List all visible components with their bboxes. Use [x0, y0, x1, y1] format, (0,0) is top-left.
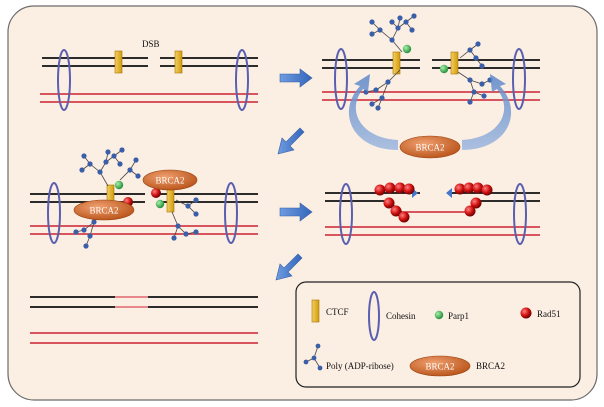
cohesin-ring — [339, 183, 353, 245]
legend-rad51-bead — [520, 307, 532, 319]
parp1-dot — [114, 180, 124, 190]
panel-strand-invasion — [325, 182, 540, 245]
cohesin-ring — [47, 182, 61, 244]
brca2-oval — [142, 169, 198, 191]
recruit-arc-right — [462, 74, 512, 150]
legend-brca2-label: BRCA2 — [476, 361, 505, 371]
ctcf-block — [174, 50, 183, 74]
legend-brca2-oval — [409, 355, 471, 377]
strand-arrowhead — [446, 188, 452, 198]
parp1-dot — [439, 64, 449, 74]
panel-brca2-bound: BRCA2 BRCA2 — [30, 147, 258, 249]
brca2-recruit-label: BRCA2 — [415, 143, 444, 153]
arrow-right — [279, 68, 313, 88]
panel-parylation: BRCA2 — [322, 13, 540, 159]
legend-brca2-oval-label: BRCA2 — [425, 362, 454, 372]
cohesin-ring — [512, 48, 526, 110]
par-nodes — [73, 147, 199, 249]
legend-box — [295, 281, 581, 388]
rad51-bead — [151, 188, 161, 198]
legend: CTCF Cohesin Parp1 Rad51 Poly (ADP-ribos… — [295, 281, 581, 388]
arrow-down-left — [277, 127, 305, 155]
parp1-dot — [155, 199, 165, 209]
cohesin-ring — [224, 182, 238, 244]
arrow-right — [279, 202, 313, 222]
ctcf-block — [114, 50, 123, 74]
legend-ctcf-label: CTCF — [326, 307, 349, 317]
cohesin-ring — [334, 48, 348, 110]
legend-parp1-label: Parp1 — [448, 311, 469, 321]
legend-cohesin-label: Cohesin — [386, 311, 416, 321]
ctcf-block — [450, 51, 459, 75]
legend-cohesin-ring — [368, 291, 380, 341]
legend-ctcf-swatch — [311, 299, 320, 323]
arrow-down-left — [275, 253, 303, 281]
cohesin-ring — [513, 183, 527, 245]
cohesin-ring — [57, 49, 71, 111]
legend-par-label: Poly (ADP-ribose) — [326, 361, 394, 371]
brca2-oval — [399, 135, 461, 159]
parp1-dot — [402, 44, 412, 54]
legend-rad51-label: Rad51 — [537, 309, 561, 319]
brca2-bound-label-right: BRCA2 — [155, 176, 184, 186]
ctcf-block — [166, 189, 175, 213]
recruit-arc-left — [348, 74, 398, 150]
red-strands — [40, 93, 258, 103]
brca2-oval — [73, 199, 135, 221]
panel-dsb: DSB — [40, 39, 258, 111]
dsb-label: DSB — [142, 39, 160, 49]
panel-repaired — [30, 296, 258, 344]
brca2-bound-label-left: BRCA2 — [89, 206, 118, 216]
legend-parp1-dot — [434, 310, 444, 320]
cohesin-ring — [235, 49, 249, 111]
rad51-filament — [374, 182, 493, 223]
